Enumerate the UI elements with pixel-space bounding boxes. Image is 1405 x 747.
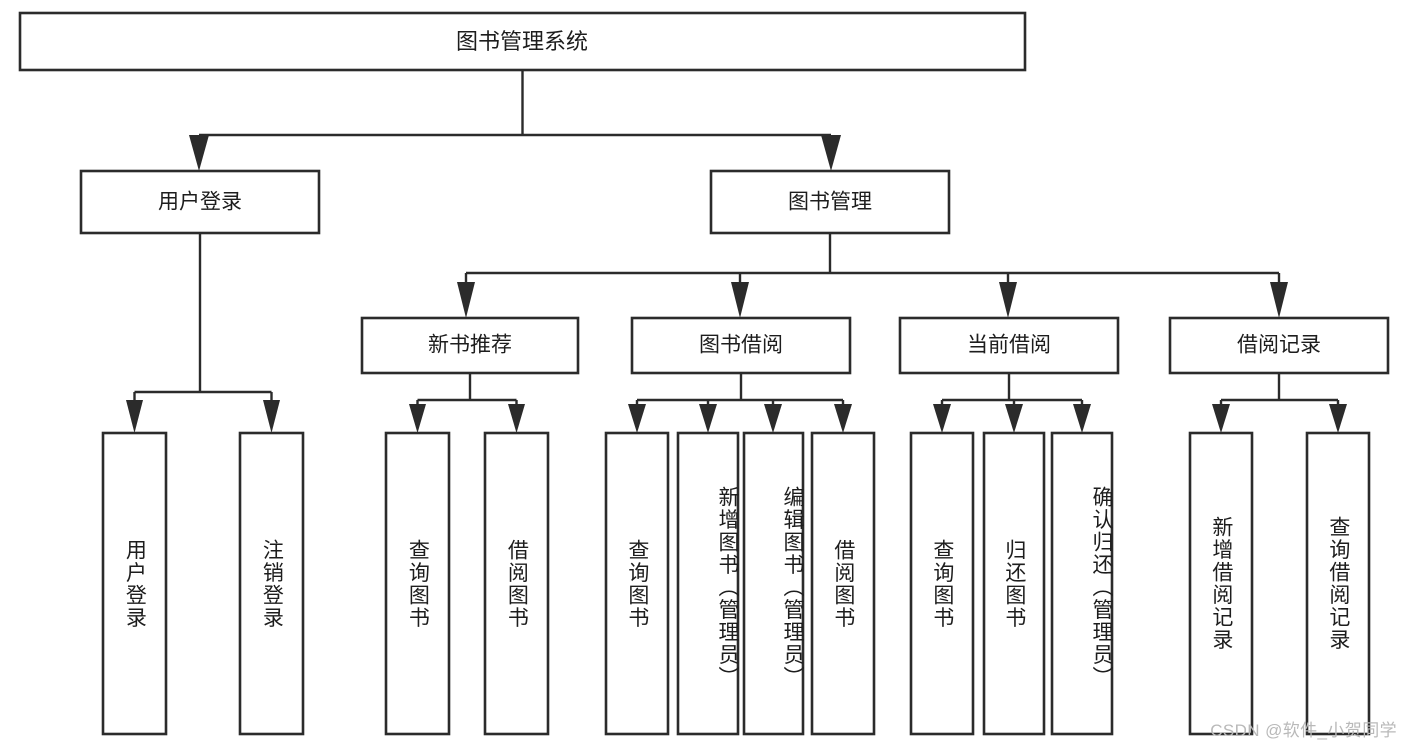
node-root-box[interactable]: [18, 11, 1027, 72]
arrow-head-current-borrow: [999, 282, 1017, 318]
node-current-borrow[interactable]: 当前借阅: [898, 316, 1120, 375]
node-leaf-query-book-current-box[interactable]: [909, 431, 975, 736]
node-leaf-confirm-return-admin-box[interactable]: [1050, 431, 1114, 736]
connector-group-root: [189, 70, 841, 171]
arrow-head-leaf-query-book-current: [933, 404, 951, 433]
node-root[interactable]: 图书管理系统: [18, 11, 1027, 72]
node-book-management-label: 图书管理: [788, 191, 872, 214]
connector-group-book-management: [457, 233, 1288, 318]
node-leaf-query-borrow-record-box[interactable]: [1305, 431, 1371, 736]
arrow-head-book-management: [821, 135, 841, 171]
connector-group-new-book-recommend: [409, 373, 525, 433]
node-user-login-box[interactable]: [79, 169, 321, 235]
connector-group-book-borrow: [628, 373, 852, 433]
node-leaf-add-borrow-record-box[interactable]: [1188, 431, 1254, 736]
arrow-head-leaf-borrow-book-recommend: [508, 404, 525, 433]
node-leaf-return-book-box[interactable]: [982, 431, 1046, 736]
connector-group-current-borrow: [933, 373, 1091, 433]
arrow-head-new-book-recommend: [457, 282, 475, 318]
node-user-login[interactable]: 用户登录: [79, 169, 321, 235]
node-borrow-records[interactable]: 借阅记录: [1168, 316, 1390, 375]
node-book-borrow-box[interactable]: [630, 316, 852, 375]
node-leaf-query-book-borrow-box[interactable]: [604, 431, 670, 736]
node-leaf-query-book-recommend-box[interactable]: [384, 431, 451, 736]
arrow-head-leaf-user-login: [126, 400, 143, 433]
node-book-management[interactable]: 图书管理: [709, 169, 951, 235]
arrow-head-leaf-query-borrow-record: [1329, 404, 1347, 433]
node-current-borrow-box[interactable]: [898, 316, 1120, 375]
connector-group-user-login: [126, 233, 280, 433]
arrow-head-book-borrow: [731, 282, 749, 318]
node-user-login-label: 用户登录: [158, 191, 242, 214]
connector-group-borrow-records: [1212, 373, 1347, 433]
arrow-head-leaf-return-book: [1005, 404, 1023, 433]
node-borrow-records-label: 借阅记录: [1237, 334, 1321, 357]
arrow-head-leaf-borrow-book: [834, 404, 852, 433]
arrow-head-leaf-add-borrow-record: [1212, 404, 1230, 433]
node-leaf-add-book-admin-box[interactable]: [676, 431, 740, 736]
node-leaf-logout-login-box[interactable]: [238, 431, 305, 736]
node-new-book-recommend-label: 新书推荐: [428, 334, 512, 357]
node-book-management-box[interactable]: [709, 169, 951, 235]
node-leaf-edit-book-admin-box[interactable]: [742, 431, 805, 736]
arrow-head-leaf-edit-book-admin: [764, 404, 782, 433]
node-root-label: 图书管理系统: [456, 29, 588, 54]
node-new-book-recommend[interactable]: 新书推荐: [360, 316, 580, 375]
node-borrow-records-box[interactable]: [1168, 316, 1390, 375]
node-leaf-user-login-box[interactable]: [101, 431, 168, 736]
node-leaf-borrow-book-recommend-box[interactable]: [483, 431, 550, 736]
arrow-head-leaf-query-book-borrow: [628, 404, 646, 433]
arrow-head-leaf-confirm-return-admin: [1073, 404, 1091, 433]
node-leaf-borrow-book-box[interactable]: [810, 431, 876, 736]
node-book-borrow-label: 图书借阅: [699, 334, 783, 357]
leaf-boxes: [101, 431, 1371, 736]
node-new-book-recommend-box[interactable]: [360, 316, 580, 375]
watermark-text: CSDN @软件_小贺同学: [1210, 721, 1397, 740]
arrow-head-borrow-records: [1270, 282, 1288, 318]
arrow-head-leaf-query-book-recommend: [409, 404, 426, 433]
arrow-head-user-login: [189, 135, 209, 171]
node-book-borrow[interactable]: 图书借阅: [630, 316, 852, 375]
arrow-head-leaf-logout-login: [263, 400, 280, 433]
arrow-head-leaf-add-book-admin: [699, 404, 717, 433]
node-current-borrow-label: 当前借阅: [967, 334, 1051, 357]
